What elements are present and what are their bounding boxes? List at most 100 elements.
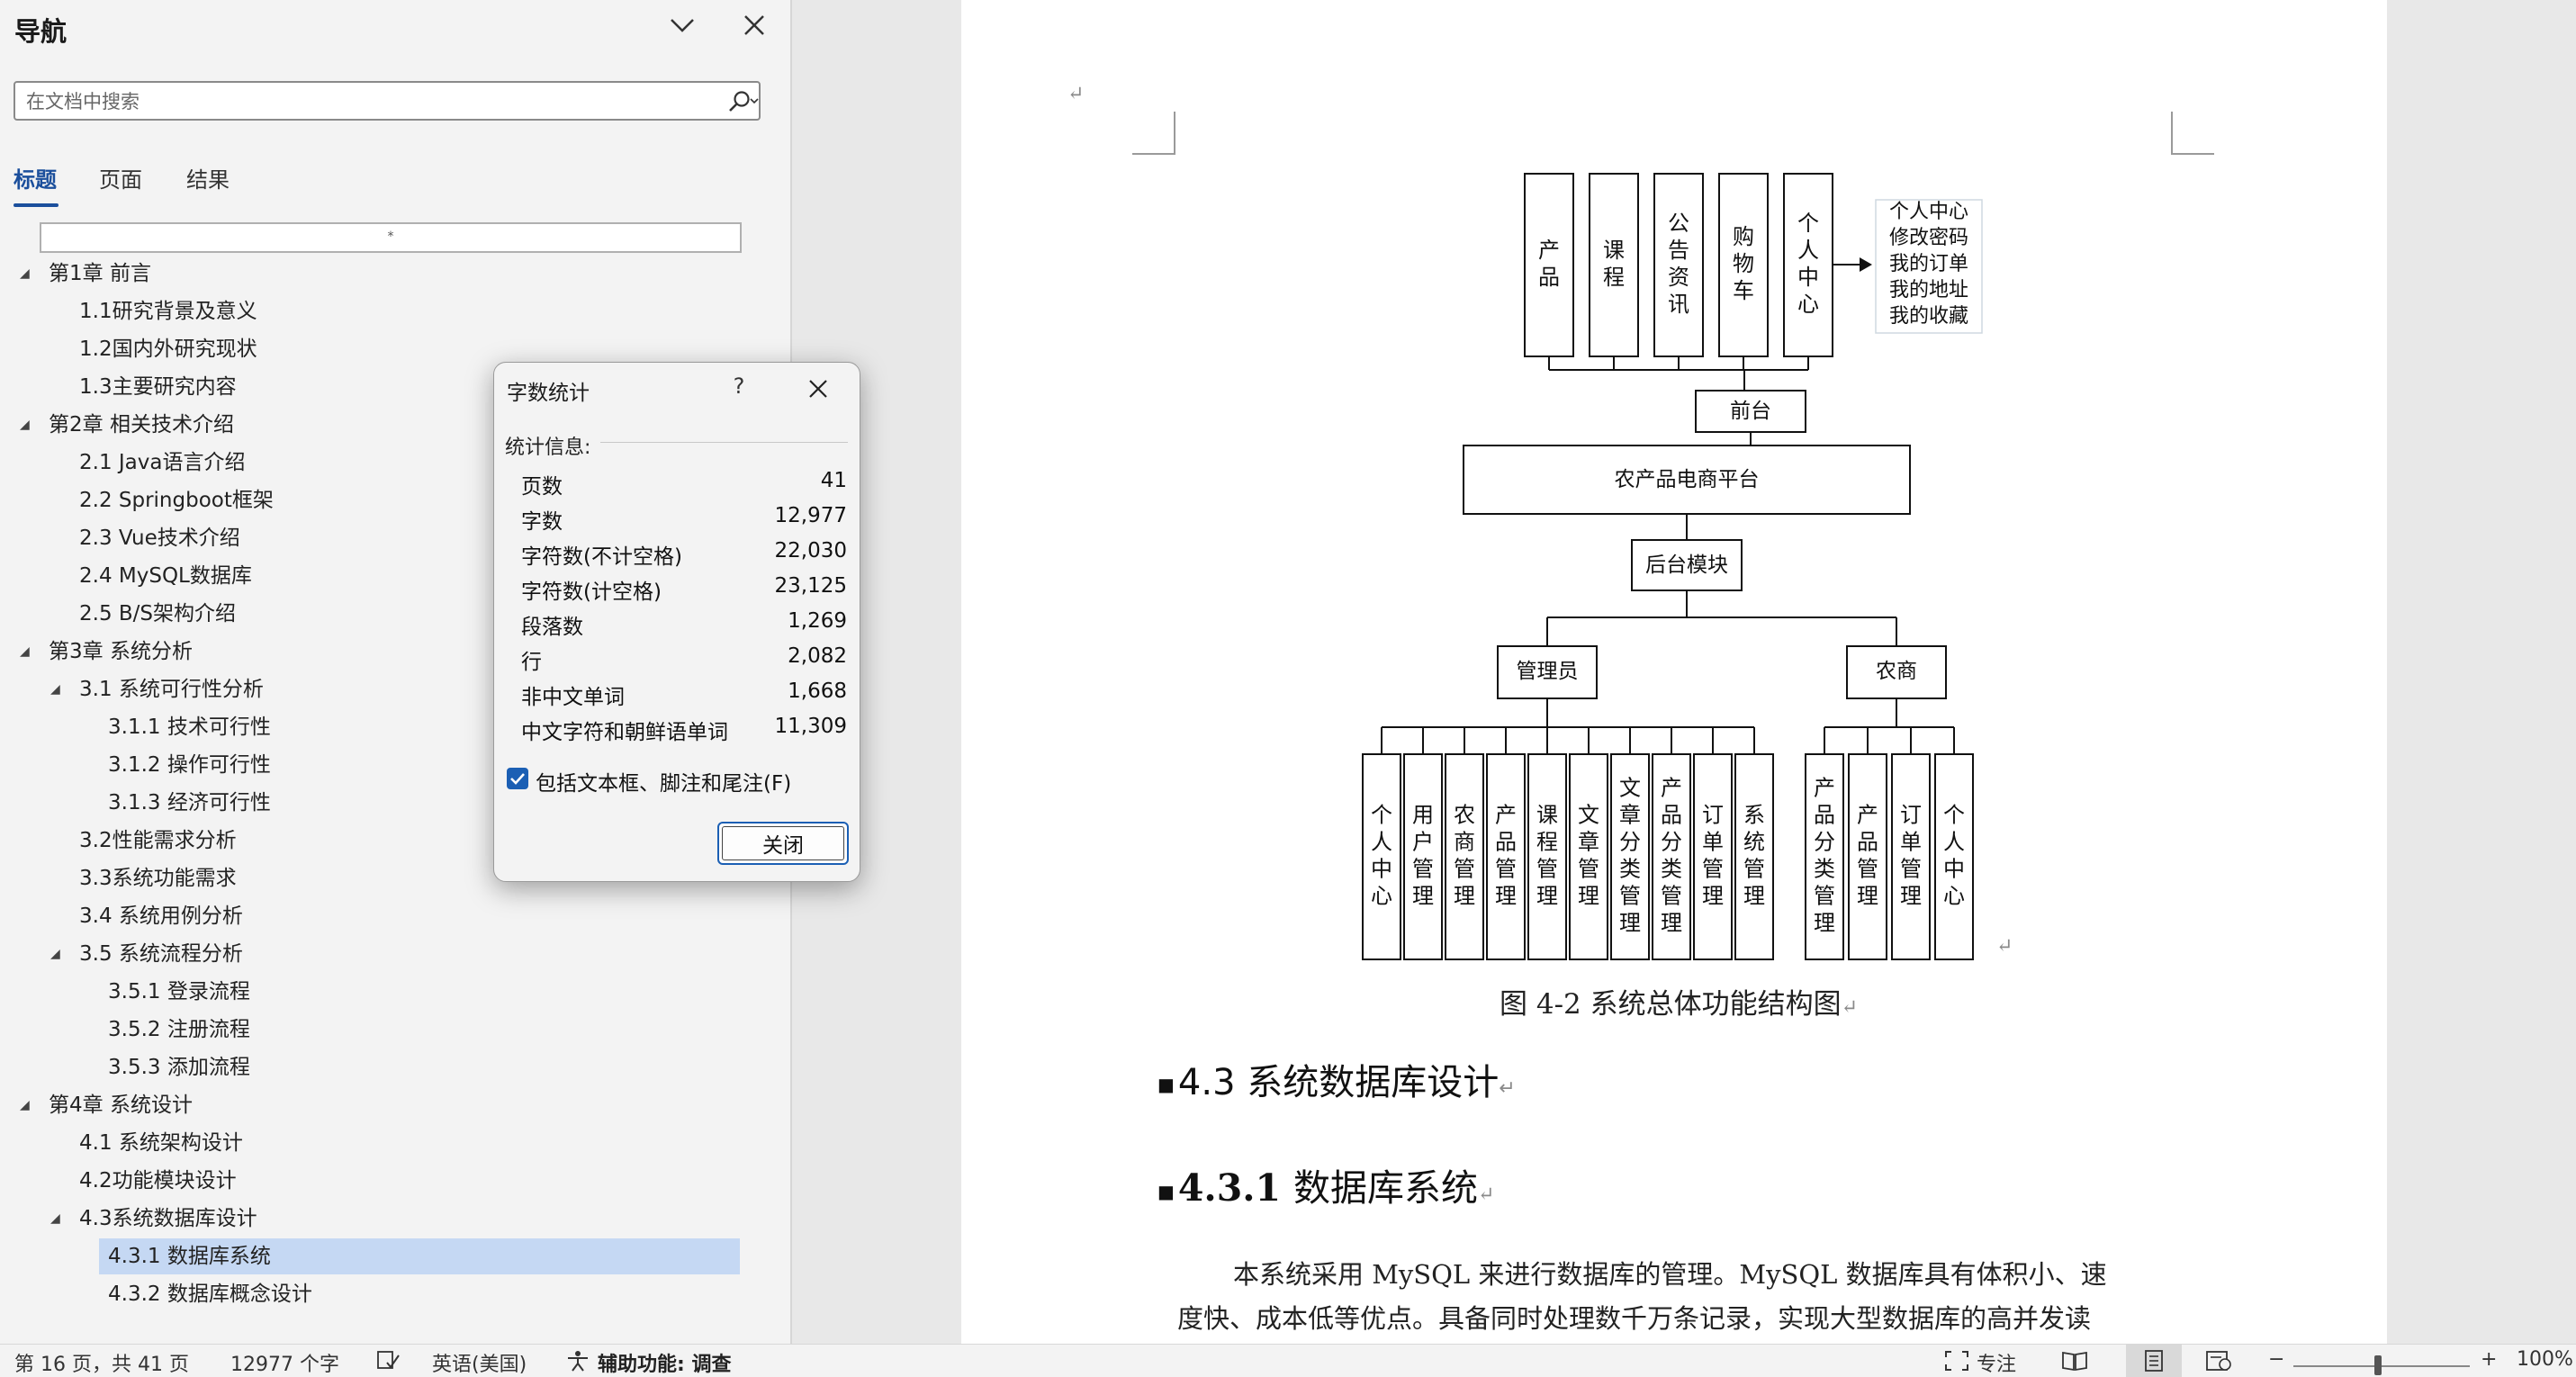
document-area: ↵ 产品课程公告资讯购物车个人中心个人中心修改密码我的订单我的地址我的收藏前台农… — [792, 0, 2576, 1344]
admin-module-label-char: 管 — [1702, 857, 1724, 882]
include-textboxes-checkbox[interactable] — [507, 768, 528, 789]
tab-pages[interactable]: 页面 — [99, 167, 142, 193]
farmer-module-box — [1934, 753, 1974, 960]
proofing-icon[interactable] — [376, 1350, 401, 1372]
stats-divider — [600, 442, 848, 443]
include-textboxes-label[interactable]: 包括文本框、脚注和尾注(F) — [536, 772, 792, 796]
page-indicator[interactable]: 第 16 页，共 41 页 — [14, 1354, 189, 1376]
nav-scroll-top-marker[interactable]: * — [40, 222, 742, 253]
zoom-level[interactable]: 100% — [2517, 1348, 2573, 1371]
admin-module-label-char: 商 — [1454, 830, 1475, 855]
stat-label: 字数 — [521, 510, 563, 534]
tree-item[interactable]: ◢第4章 系统设计 — [20, 1087, 193, 1123]
top-module-label-char: 车 — [1733, 278, 1754, 303]
stat-row: 字符数(不计空格)22,030 — [521, 539, 847, 573]
top-module-label-char: 中 — [1797, 265, 1819, 290]
body-paragraph-line-2: 度快、成本低等优点。具备同时处理数千万条记录，实现大型数据库的高并发读 — [1177, 1303, 2092, 1334]
stats-header: 统计信息: — [505, 436, 591, 459]
stat-label: 页数 — [521, 475, 563, 499]
farmer-module-label-char: 分 — [1814, 830, 1835, 855]
personal-center-item: 我的地址 — [1889, 279, 1968, 302]
tree-item[interactable]: 3.2性能需求分析 — [79, 823, 237, 859]
expanded-triangle-icon[interactable]: ◢ — [20, 266, 30, 281]
accessibility-status[interactable]: 辅助功能: 调查 — [598, 1354, 732, 1376]
farmer-module-label-char: 理 — [1900, 884, 1922, 909]
backend-box — [1631, 539, 1743, 591]
tree-item[interactable]: 3.4 系统用例分析 — [79, 898, 243, 934]
expanded-triangle-icon[interactable]: ◢ — [50, 682, 60, 697]
tree-item[interactable]: 3.1.1 技术可行性 — [108, 709, 271, 745]
tree-item[interactable]: ◢ 第1章 前言 — [20, 256, 151, 292]
tree-item[interactable]: 1.3主要研究内容 — [79, 369, 237, 405]
top-module-box — [1589, 173, 1639, 357]
admin-module-box — [1486, 753, 1526, 960]
tree-item-label: 第1章 前言 — [49, 262, 151, 285]
arrow-head-icon — [1860, 257, 1872, 272]
tree-item[interactable]: 3.1.3 经济可行性 — [108, 785, 271, 821]
margin-corner-left — [1132, 112, 1175, 155]
document-page[interactable]: ↵ 产品课程公告资讯购物车个人中心个人中心修改密码我的订单我的地址我的收藏前台农… — [961, 0, 2387, 1344]
chevron-down-icon[interactable] — [666, 9, 698, 41]
heading-4-3: ■4.3 系统数据库设计↵ — [1157, 1062, 1516, 1103]
tree-item[interactable]: ◢第3章 系统分析 — [20, 634, 193, 670]
tree-item[interactable]: ◢4.3系统数据库设计 — [50, 1201, 257, 1237]
tree-item[interactable]: 3.5.1 登录流程 — [108, 974, 250, 1010]
tab-results[interactable]: 结果 — [186, 167, 230, 193]
tree-item[interactable]: 2.1 Java语言介绍 — [79, 445, 245, 481]
stat-row: 字符数(计空格)23,125 — [521, 574, 847, 608]
zoom-in-button[interactable]: + — [2481, 1348, 2498, 1371]
print-layout-button[interactable] — [2126, 1345, 2182, 1377]
search-icon[interactable] — [725, 88, 761, 115]
expanded-triangle-icon[interactable]: ◢ — [20, 644, 30, 659]
tree-item-selected[interactable]: 4.3.1 数据库系统 — [108, 1238, 271, 1274]
tree-item[interactable]: 3.1.2 操作可行性 — [108, 747, 271, 783]
tree-item-label: 4.3.2 数据库概念设计 — [108, 1282, 312, 1306]
tab-headings[interactable]: 标题 — [14, 167, 57, 193]
search-input[interactable] — [24, 86, 712, 117]
close-button[interactable]: 关闭 — [717, 822, 849, 865]
tree-item[interactable]: 4.2功能模块设计 — [79, 1163, 237, 1199]
tree-item[interactable]: 2.4 MySQL数据库 — [79, 558, 252, 594]
admin-module-label-char: 产 — [1661, 776, 1682, 801]
tree-item-label: 3.2性能需求分析 — [79, 829, 237, 852]
accessibility-icon[interactable] — [565, 1350, 590, 1372]
expanded-triangle-icon[interactable]: ◢ — [20, 1098, 30, 1112]
tree-item-label: 2.2 Springboot框架 — [79, 489, 274, 512]
tree-item[interactable]: 4.3.2 数据库概念设计 — [108, 1276, 312, 1312]
tree-item[interactable]: 2.5 B/S架构介绍 — [79, 596, 236, 632]
zoom-slider-thumb[interactable] — [2374, 1355, 2382, 1375]
tree-item[interactable]: 3.5.2 注册流程 — [108, 1012, 250, 1048]
tree-item[interactable]: ◢第2章 相关技术介绍 — [20, 407, 234, 443]
tree-item[interactable]: 3.5.3 添加流程 — [108, 1049, 250, 1085]
tree-item[interactable]: 1.2国内外研究现状 — [79, 331, 257, 367]
focus-label[interactable]: 专注 — [1977, 1354, 2017, 1376]
search-box[interactable] — [14, 81, 761, 121]
tree-item[interactable]: ◢3.5 系统流程分析 — [50, 936, 243, 972]
web-layout-icon[interactable] — [2205, 1350, 2232, 1372]
admin-module-label-char: 类 — [1661, 857, 1682, 882]
admin-module-label-char: 管 — [1743, 857, 1765, 882]
tree-item[interactable]: 2.3 Vue技术介绍 — [79, 520, 240, 556]
expanded-triangle-icon[interactable]: ◢ — [50, 947, 60, 961]
farmer-module-label-char: 单 — [1900, 830, 1922, 855]
tree-item[interactable]: ◢3.1 系统可行性分析 — [50, 671, 264, 707]
zoom-slider-track[interactable] — [2293, 1365, 2470, 1367]
tree-item[interactable]: 3.3系统功能需求 — [79, 860, 237, 896]
word-count-indicator[interactable]: 12977 个字 — [230, 1354, 339, 1376]
expanded-triangle-icon[interactable]: ◢ — [50, 1211, 60, 1226]
tree-item[interactable]: 4.1 系统架构设计 — [79, 1125, 243, 1161]
help-icon[interactable]: ? — [733, 374, 745, 399]
focus-icon[interactable] — [1944, 1350, 1969, 1372]
top-module-label-char: 品 — [1538, 265, 1560, 290]
expanded-triangle-icon[interactable]: ◢ — [20, 418, 30, 432]
close-icon[interactable] — [805, 375, 832, 402]
admin-module-label-char: 章 — [1619, 803, 1641, 828]
tree-item[interactable]: 1.1研究背景及意义 — [79, 293, 257, 329]
read-mode-icon[interactable] — [2061, 1350, 2088, 1372]
tree-item[interactable]: 2.2 Springboot框架 — [79, 482, 274, 518]
close-icon[interactable] — [738, 9, 770, 41]
language-indicator[interactable]: 英语(美国) — [432, 1354, 527, 1376]
zoom-out-button[interactable]: − — [2268, 1348, 2285, 1371]
